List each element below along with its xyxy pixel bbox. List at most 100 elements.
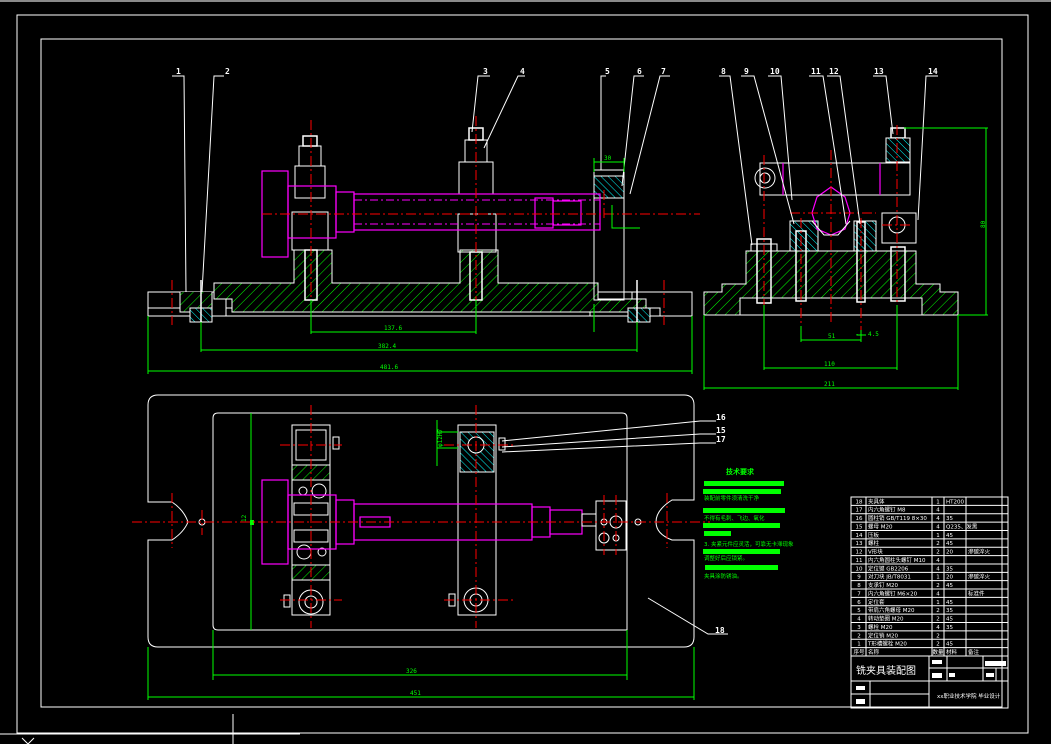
tech-req-line: 调整好后应锁紧。 [704, 554, 748, 562]
part-label: 9 [744, 67, 749, 76]
parts-cell-material: 45 [946, 617, 953, 623]
sheet-inner-border [40, 38, 1003, 708]
dim-text: φ12H7 [437, 429, 444, 447]
parts-cell-name: 压板 [868, 531, 880, 539]
parts-cell-material: Q235、发黑 [946, 522, 978, 530]
dim-text: 382.4 [378, 343, 396, 350]
parts-cell-qty: 4 [936, 625, 940, 631]
tech-req-line: 不得有毛刺、飞边、氧化 [704, 514, 765, 522]
dim-text: 137.6 [384, 325, 402, 332]
sheet-outer-border [16, 14, 1029, 734]
parts-cell-qty: 2 [936, 550, 940, 556]
parts-cell-name: 定位销 M20 [868, 631, 898, 639]
parts-cell-no: 16 [856, 516, 863, 522]
parts-cell-qty: 1 [936, 499, 940, 505]
parts-header-qty: 数量 [932, 648, 944, 656]
side-view [703, 75, 988, 390]
parts-cell-note: 渗碳淬火 [968, 573, 991, 581]
part-label: 7 [661, 67, 666, 76]
part-label: 3 [483, 67, 488, 76]
parts-cell-no: 14 [856, 533, 863, 539]
dim-text: 51 [828, 333, 836, 340]
part-label: 15 [716, 426, 726, 435]
part-label: 18 [715, 626, 725, 635]
parts-cell-no: 4 [857, 617, 861, 623]
parts-cell-material: 35 [946, 625, 953, 631]
tool-setting-block-plan [595, 500, 627, 551]
dim-text: 451 [410, 690, 421, 697]
part-label: 5 [605, 67, 610, 76]
fixture-base-plan [147, 394, 695, 648]
side-view-labels: 8 9 10 11 12 13 14 80 51 110 211 4.5 [721, 67, 987, 388]
school-name: xx职业技术学院 毕业设计 [937, 692, 1001, 700]
parts-cell-name: 螺栓 M20 [868, 623, 893, 631]
parts-cell-no: 8 [857, 583, 861, 589]
parts-cell-name: 夹具体 [868, 497, 885, 505]
parts-cell-qty: 4 [936, 558, 940, 564]
part-label: 8 [721, 67, 726, 76]
parts-header-material: 材料 [946, 648, 958, 656]
dim-text: 326 [406, 668, 417, 675]
part-label: 11 [811, 67, 821, 76]
parts-cell-name: 定位套 [868, 598, 885, 606]
parts-cell-material: 45 [946, 600, 953, 606]
front-view [147, 75, 700, 374]
dim-text: 4.5 [868, 331, 879, 338]
parts-cell-material: 45 [946, 583, 953, 589]
parts-cell-qty: 4 [936, 524, 940, 530]
parts-cell-name: 转动垫圈 M20 [868, 615, 904, 623]
parts-cell-qty: 2 [936, 642, 940, 648]
parts-cell-material: 45 [946, 642, 953, 648]
parts-cell-no: 5 [857, 608, 861, 614]
parts-cell-no: 13 [856, 541, 863, 547]
parts-cell-qty: 2 [936, 633, 940, 639]
parts-cell-material: 35 [946, 608, 953, 614]
fixture-body-plan [212, 412, 628, 631]
parts-cell-name: V形块 [868, 548, 883, 556]
parts-cell-qty: 4 [936, 566, 940, 572]
dim-text: 30 [604, 155, 612, 162]
parts-header-note: 备注 [968, 648, 980, 656]
part-label: 12 [829, 67, 839, 76]
parts-header-no: 序号 [853, 648, 865, 656]
parts-cell-name: 螺柱 [868, 539, 880, 547]
parts-cell-qty: 1 [936, 600, 940, 606]
parts-cell-no: 17 [856, 508, 863, 514]
workpiece-shaft [353, 193, 601, 231]
dim-text: 12 [241, 514, 248, 522]
window-top-edge [0, 0, 1051, 2]
part-label: 10 [770, 67, 780, 76]
technical-requirements: 技术要求 装配前零件须清洗干净 不得有毛刺、飞边、氧化 3. 夹紧元件应灵活，可… [703, 467, 794, 580]
parts-cell-name: 对刀块 JB/T8031 [868, 573, 911, 581]
dim-text: 110 [824, 361, 835, 368]
part-label: 14 [928, 67, 938, 76]
parts-cell-name: T形槽螺栓 M20 [867, 640, 907, 648]
parts-cell-qty: 1 [936, 575, 940, 581]
parts-cell-qty: 2 [936, 541, 940, 547]
parts-cell-no: 11 [856, 558, 863, 564]
title-block: 铣夹具装配图 xx职业技术学院 毕业设计 [851, 655, 1008, 708]
parts-cell-name: 定位键 GB2206 [868, 564, 909, 572]
parts-cell-no: 6 [857, 600, 861, 606]
tech-req-heading: 技术要求 [726, 467, 755, 476]
parts-cell-no: 10 [856, 566, 863, 572]
parts-cell-name: 内六角螺钉 M6×20 [868, 589, 918, 597]
parts-cell-material: 35 [946, 566, 953, 572]
front-view-labels: 1 2 3 4 5 6 7 137.6 382.4 481.6 30 [176, 67, 666, 371]
parts-cell-name: 内六角圆柱头螺钉 M10 [868, 556, 926, 564]
parts-cell-material: 45 [946, 541, 953, 547]
dim-text: 80 [980, 220, 987, 228]
tech-req-line: 装配前零件须清洗干净 [704, 494, 760, 502]
parts-cell-qty: 4 [936, 516, 940, 522]
parts-cell-no: 7 [857, 591, 861, 597]
parts-cell-name: 螺母 M20 [868, 522, 893, 530]
parts-cell-no: 18 [856, 499, 863, 505]
drawing-title: 铣夹具装配图 [856, 664, 916, 677]
parts-cell-no: 1 [857, 642, 861, 648]
part-label: 13 [874, 67, 884, 76]
tech-req-line: 夹具涂防锈油。 [704, 572, 743, 580]
parts-cell-material: 20 [946, 550, 953, 556]
part-label: 6 [637, 67, 642, 76]
